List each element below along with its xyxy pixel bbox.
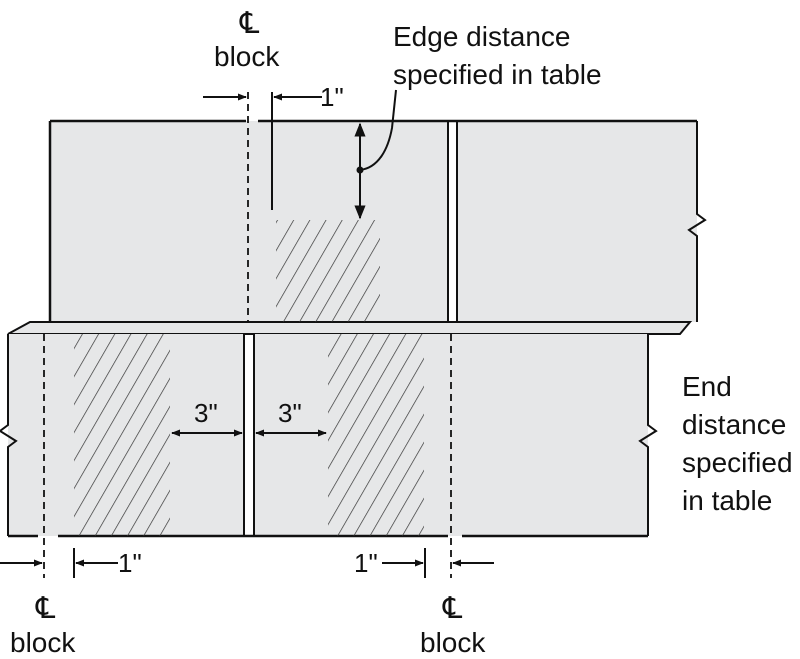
upper-block-right xyxy=(457,121,697,322)
dim-bottom-right-1in-text: 1" xyxy=(354,548,378,578)
cl-label-bottom-left: ℄ block xyxy=(10,591,76,658)
centerline-symbol-bottom-left: ℄ xyxy=(35,591,55,626)
dim-3in-left: 3" xyxy=(171,398,243,437)
lower-left-break-line xyxy=(0,334,18,536)
cl-label-top: ℄ block xyxy=(214,6,280,72)
lower-right-break-line xyxy=(638,334,658,536)
upper-break-line xyxy=(687,121,707,322)
edge-distance-label: Edge distance specified in table xyxy=(393,21,602,90)
end-distance-line2: distance xyxy=(682,409,786,440)
block-label-top: block xyxy=(214,41,280,72)
dim-top-1in: 1" xyxy=(203,82,344,112)
upper-block-left xyxy=(50,121,448,322)
end-distance-line3: specified xyxy=(682,447,793,478)
end-distance-line1: End xyxy=(682,371,732,402)
edge-distance-line1: Edge distance xyxy=(393,21,570,52)
dim-bottom-left-1in-text: 1" xyxy=(118,548,142,578)
dim-3in-right-text: 3" xyxy=(278,398,302,428)
dim-3in-right: 3" xyxy=(255,398,327,437)
dim-3in-left-text: 3" xyxy=(194,398,218,428)
block-label-bottom-left: block xyxy=(10,627,76,658)
dim-bottom-left-1in: 1" xyxy=(0,548,142,578)
hatched-zone-lower-left xyxy=(74,334,170,536)
hatched-zone-upper xyxy=(276,220,380,322)
dim-bottom-right-1in: 1" xyxy=(354,548,494,578)
mortar-bed-joint xyxy=(7,321,693,335)
centerline-symbol-top: ℄ xyxy=(239,6,259,41)
end-distance-line4: in table xyxy=(682,485,772,516)
hatched-zone-lower-right xyxy=(328,334,424,536)
edge-distance-line2: specified in table xyxy=(393,59,602,90)
block-label-bottom-right: block xyxy=(420,627,486,658)
edge-distance-leader xyxy=(359,89,397,171)
dim-top-1in-text: 1" xyxy=(320,82,344,112)
end-distance-label: End distance specified in table xyxy=(682,371,793,516)
centerline-symbol-bottom-right: ℄ xyxy=(442,591,462,626)
upper-course xyxy=(48,119,707,323)
dim-edge-distance xyxy=(354,89,397,220)
cl-label-bottom-right: ℄ block xyxy=(420,591,486,658)
